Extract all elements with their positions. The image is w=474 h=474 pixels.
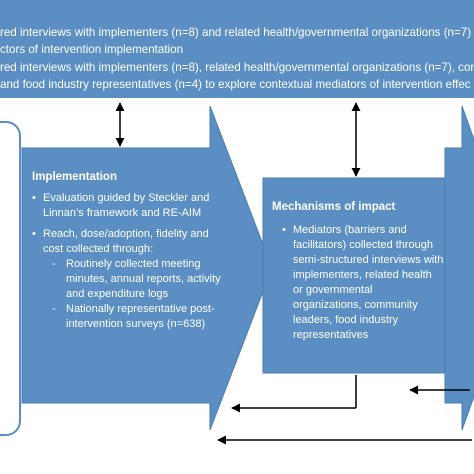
banner-line-4: and food industry representatives (n=4) … <box>0 78 471 91</box>
mechanisms-bullet-1-text: Mediators (barriers and facilitators) co… <box>293 224 444 341</box>
dash-marker: - <box>52 258 56 270</box>
bullet-dot: • <box>32 192 36 204</box>
implementation-bullet-2: • Reach, dose/adoption, fidelity and cos… <box>32 227 222 257</box>
implementation-title: Implementation <box>32 171 117 183</box>
implementation-sub-2: - Nationally representative post-interve… <box>52 302 222 332</box>
context-banner: red interviews with implementers (n=8) a… <box>0 0 474 98</box>
dash-marker: - <box>52 303 56 315</box>
banner-line-2: ctors of intervention implementation <box>0 43 184 56</box>
banner-line-1: red interviews with implementers (n=8) a… <box>0 26 474 39</box>
mechanisms-panel: Mechanisms of impact • Mediators (barrie… <box>272 200 444 343</box>
implementation-sub-1-text: Routinely collected meeting minutes, ann… <box>66 258 221 300</box>
mechanisms-bullet-1: • Mediators (barriers and facilitators) … <box>282 223 444 343</box>
implementation-sub-1: - Routinely collected meeting minutes, a… <box>52 257 222 302</box>
implementation-arrow-shape <box>21 105 273 431</box>
implementation-sub-2-text: Nationally representative post-intervent… <box>66 303 215 330</box>
left-partial-box <box>0 121 21 436</box>
mechanisms-title: Mechanisms of impact <box>272 201 396 213</box>
implementation-bullet-2-text: Reach, dose/adoption, fidelity and cost … <box>43 228 209 255</box>
implementation-bullet-1: • Evaluation guided by Steckler and Linn… <box>32 191 222 221</box>
outcome-arrow-shape <box>444 105 474 431</box>
bullet-dot: • <box>32 228 36 240</box>
banner-line-3: red interviews with implementers (n=8), … <box>0 61 474 74</box>
implementation-bullet-1-text: Evaluation guided by Steckler and Linnan… <box>43 192 210 219</box>
bullet-dot: • <box>282 224 286 236</box>
implementation-panel: Implementation • Evaluation guided by St… <box>32 170 222 332</box>
mechanisms-box <box>262 177 448 374</box>
